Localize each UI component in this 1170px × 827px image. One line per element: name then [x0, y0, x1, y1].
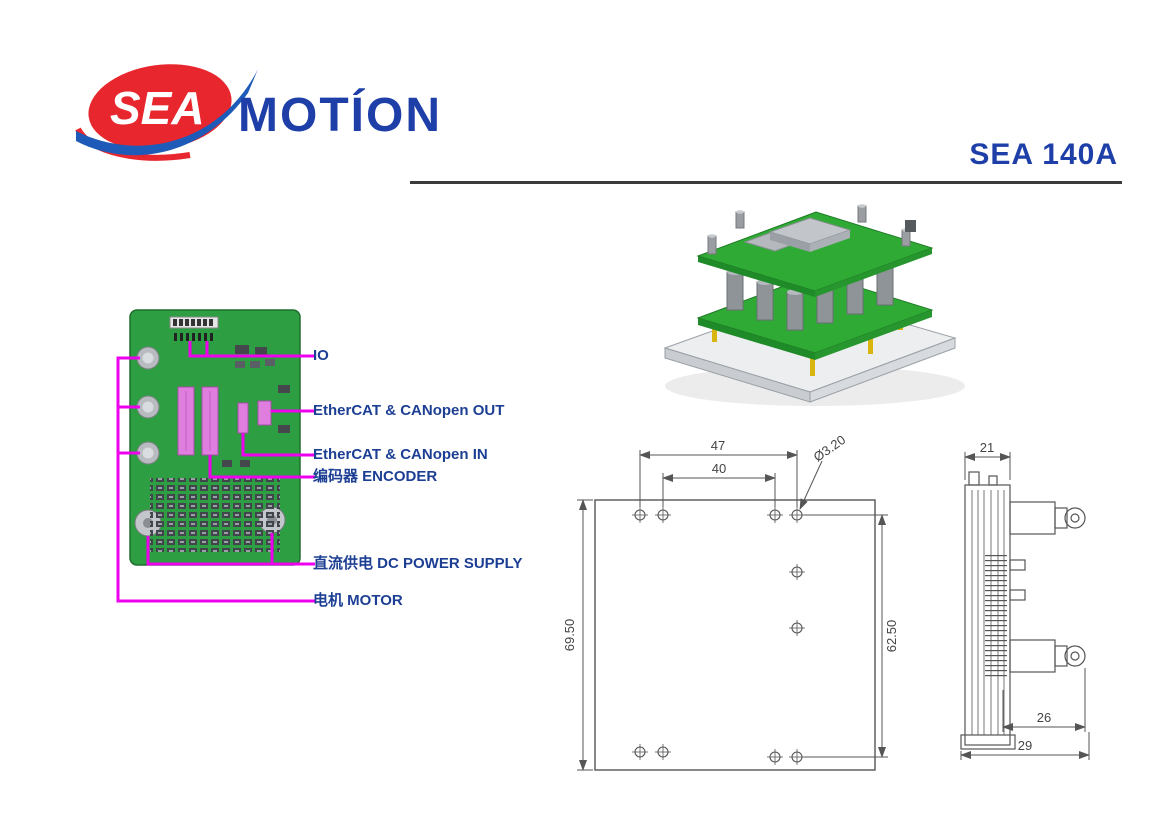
header-divider: [410, 181, 1122, 184]
side-view-drawing: 21 26 29: [945, 440, 1110, 775]
callout-encoder: 编码器 ENCODER: [313, 468, 438, 485]
logo-blue-swoosh: [76, 69, 258, 156]
callout-dc-power: 直流供电 DC POWER SUPPLY: [313, 555, 523, 572]
product-model: SEA 140A: [969, 138, 1118, 171]
callout-lines: [116, 341, 315, 603]
heatsink-blocks: [743, 217, 852, 252]
callout-motor: 电机 MOTOR: [313, 592, 403, 609]
mounting-holes: [631, 506, 806, 766]
pcb-connection-diagram: [100, 295, 315, 615]
dim-width-outer: 47: [711, 438, 725, 453]
callout-io: IO: [313, 347, 329, 364]
logo-motion-text: MOTÍON: [238, 89, 442, 142]
dim-depth-body: 21: [980, 440, 994, 455]
encoder-callout-line: [208, 455, 315, 479]
power-stage-grid: [150, 478, 280, 552]
heatsink-fins: [985, 555, 1007, 680]
brand-logo: SEA: [70, 45, 430, 175]
sea-logo-graphic: SEA: [75, 64, 258, 161]
pcb-photo: [116, 309, 315, 603]
dim-height-holes: 62.50: [884, 620, 899, 653]
dimension-lines: [577, 450, 888, 771]
ethercat-in-callout-line: [241, 433, 315, 457]
ethercat-out-connector: [257, 400, 272, 426]
assembly-3d-render: [650, 190, 970, 420]
ethercat-in-connector: [237, 402, 249, 434]
power-board: [696, 273, 934, 360]
io-connectors: [177, 386, 272, 456]
logo-sea-text: SEA: [110, 82, 205, 134]
smd-components: [222, 345, 290, 467]
dim-width-overall-side: 29: [1018, 738, 1032, 753]
dim-hole-diameter: Ø3.20: [811, 435, 849, 465]
io-callout-line: [188, 341, 315, 358]
side-dimension-lines: [960, 452, 1090, 760]
dim-height-overall: 69.50: [562, 619, 577, 652]
callout-ethercat-in: EtherCAT & CANopen IN: [313, 446, 488, 463]
control-board: [696, 211, 934, 297]
dim-width-inner: 40: [712, 461, 726, 476]
dc-callout-line: [146, 536, 315, 566]
pin-header: [174, 333, 213, 341]
logo-red-ellipse: [88, 64, 232, 150]
front-outline: [594, 499, 876, 771]
dim-width-inner-side: 26: [1037, 710, 1051, 725]
motor-callout-line: [116, 356, 315, 603]
mounting-posts: [707, 204, 916, 255]
dip-switch-toggles: [173, 319, 213, 326]
motor-phase-capacitors: [136, 346, 160, 465]
front-view-drawing: 47 40 Ø3.20 69.50 62.50: [560, 432, 905, 785]
callout-ethercat-out: EtherCAT & CANopen OUT: [313, 402, 505, 419]
side-profile: [960, 471, 1086, 750]
